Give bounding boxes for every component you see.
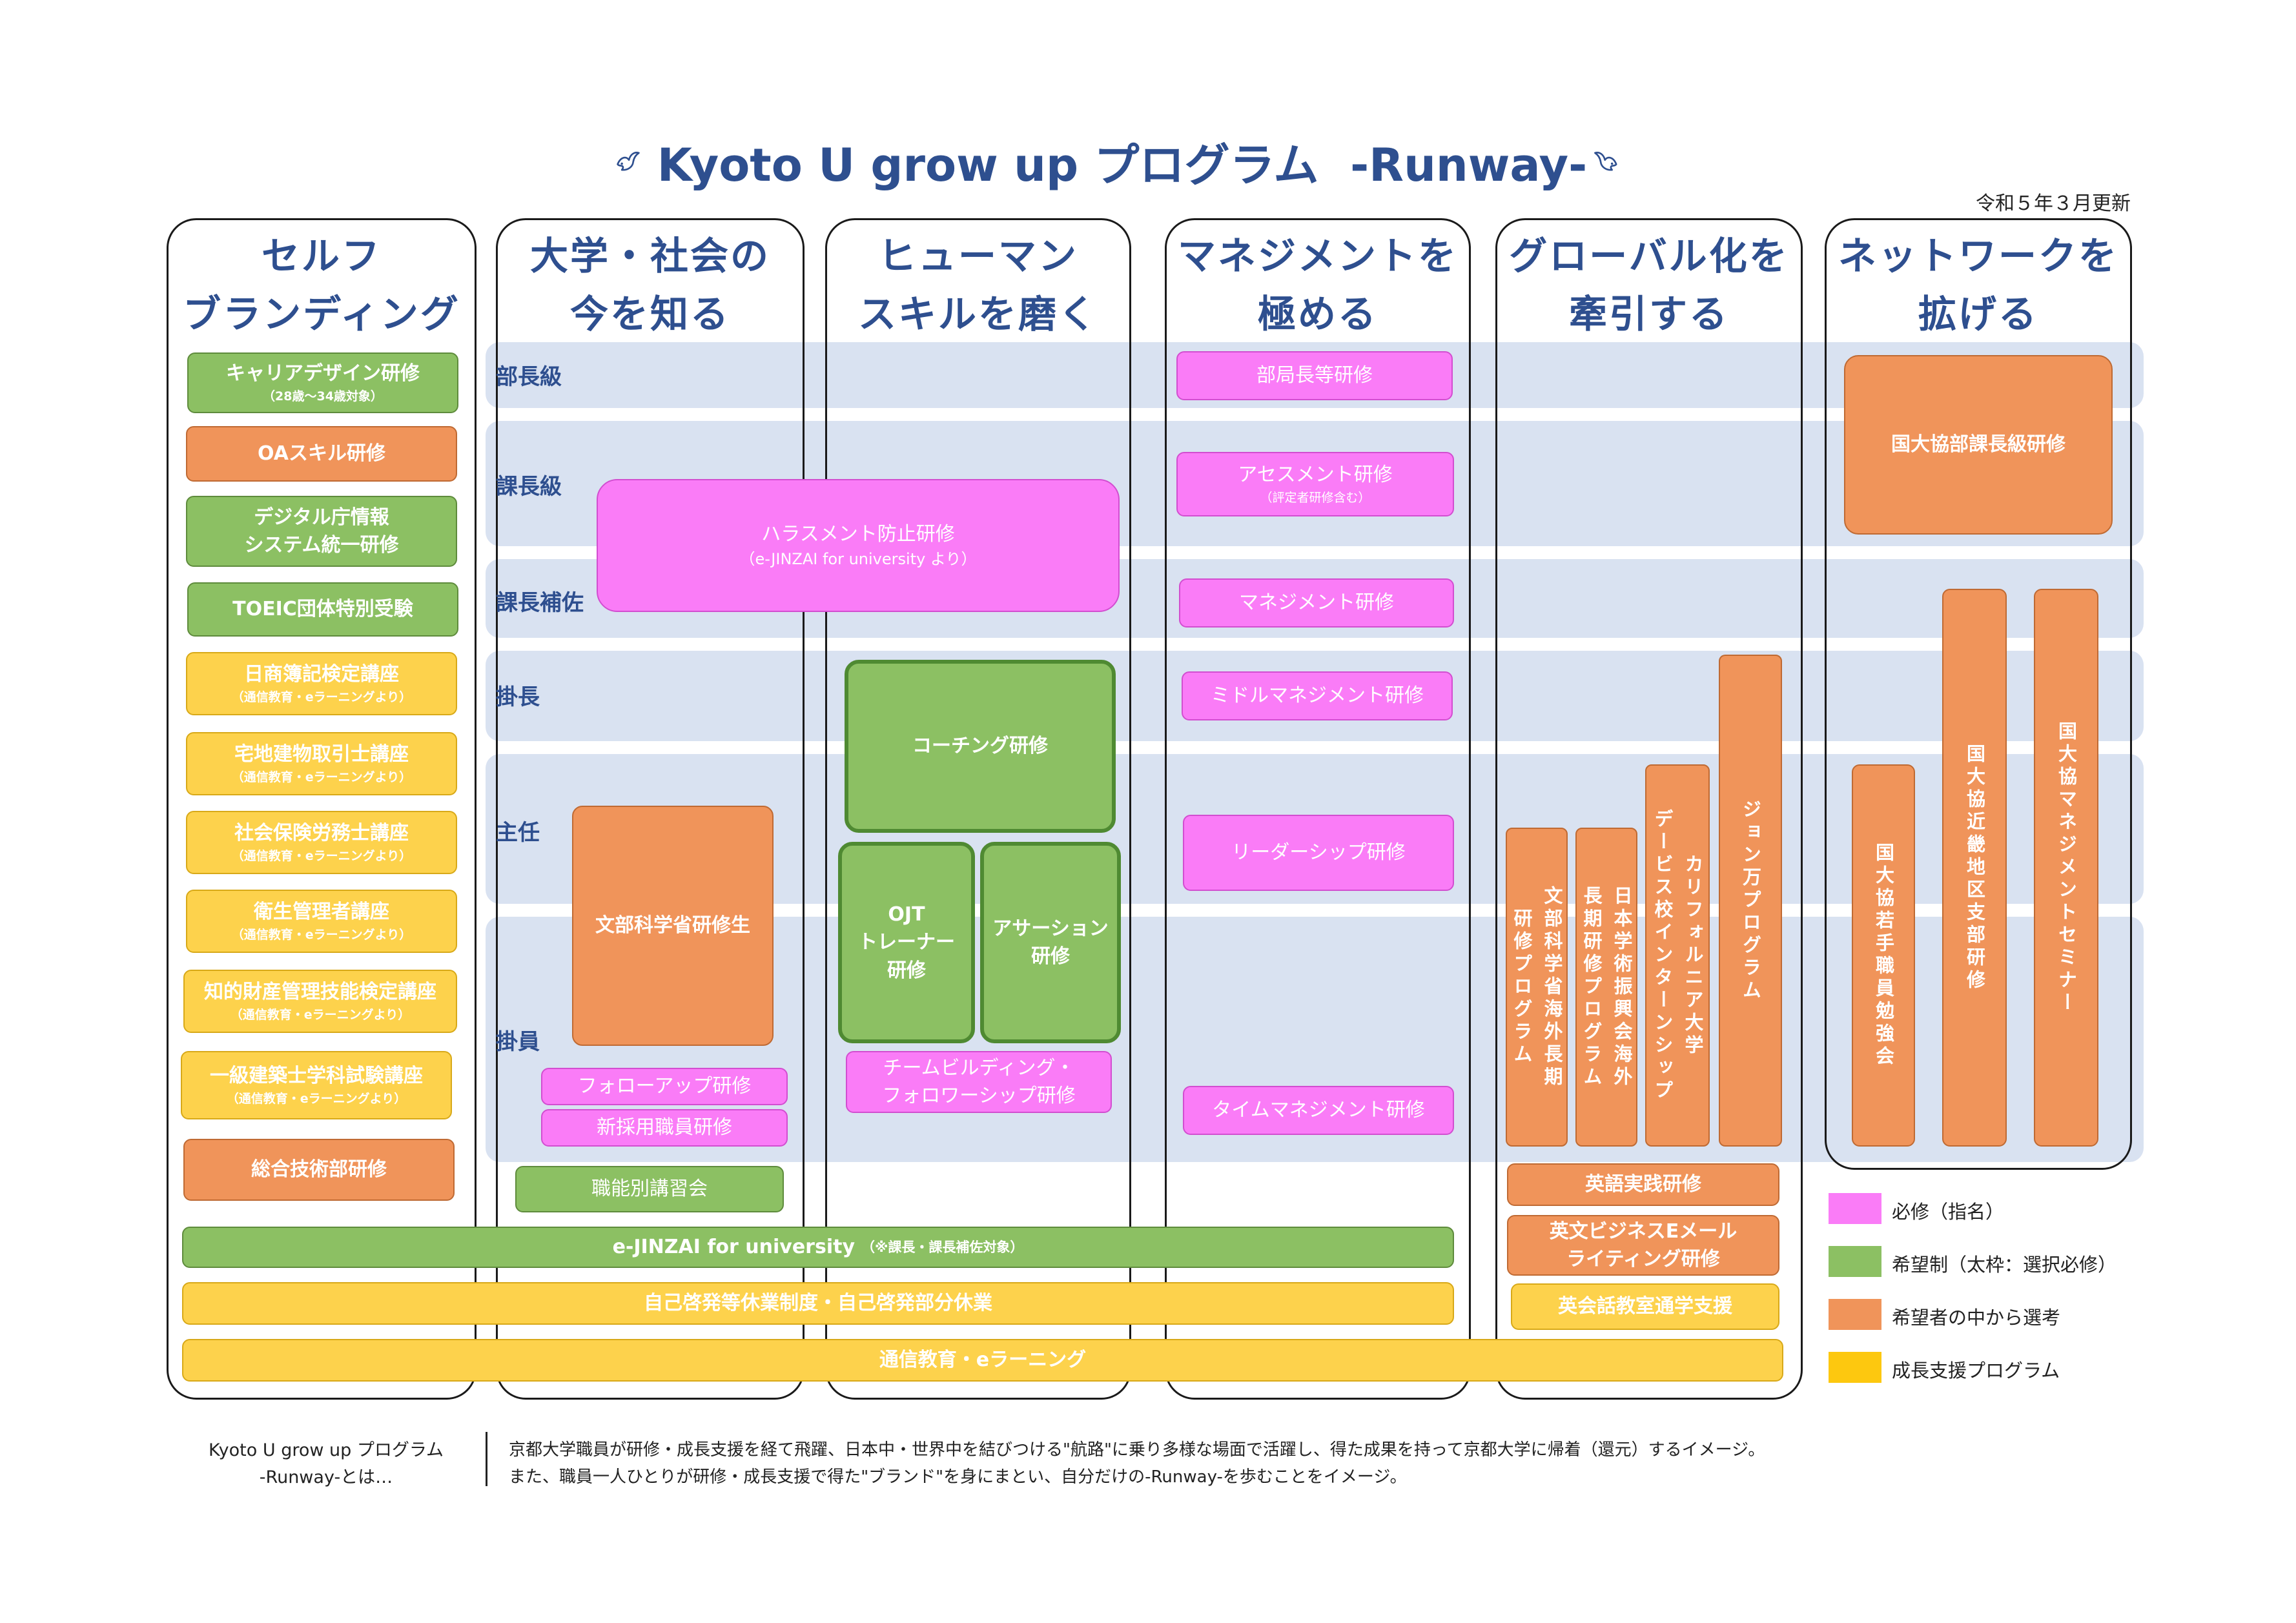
real-estate-course[interactable]: 宅地建物取引士講座（通信教育・eラーニングより） [186, 732, 457, 795]
business-email-training[interactable]: 英文ビジネスEメールライティング研修 [1507, 1215, 1779, 1276]
assessment-training[interactable]: アセスメント研修（評定者研修含む） [1176, 452, 1454, 516]
mext-trainee[interactable]: 文部科学省研修生 [572, 806, 774, 1046]
john-man-program[interactable]: ジョン万プログラム [1719, 655, 1782, 1147]
kokudaikyo-management-seminar[interactable]: 国大協マネジメントセミナー [2034, 589, 2098, 1147]
legend-label-elective: 希望制（太枠：選択必修） [1892, 1254, 2117, 1276]
career-design-training[interactable]: キャリアデザイン研修（28歳～34歳対象） [187, 352, 458, 413]
legend-swatch-selection [1829, 1299, 1881, 1330]
ip-management-course[interactable]: 知的財産管理技能検定講座（通信教育・eラーニングより） [183, 970, 457, 1033]
correspondence-elearning-bar[interactable]: 通信教育・eラーニング [182, 1339, 1783, 1382]
health-manager-course[interactable]: 衛生管理者講座（通信教育・eラーニングより） [186, 890, 457, 953]
self-development-leave-bar[interactable]: 自己啓発等休業制度・自己啓発部分休業 [182, 1282, 1454, 1325]
column-self-branding [167, 218, 477, 1400]
level-label-kakari-cho: 掛長 [496, 684, 540, 710]
column-header-human: ヒューマンスキルを磨く [857, 234, 1098, 336]
architect-exam-course[interactable]: 一級建築士学科試験講座（通信教育・eラーニングより） [181, 1051, 452, 1119]
new-employee-training[interactable]: 新採用職員研修 [541, 1109, 788, 1147]
kokudaikyo-young-staff-study[interactable]: 国大協若手職員勉強会 [1852, 764, 1915, 1147]
oa-skill-training[interactable]: OAスキル研修 [186, 426, 457, 482]
footer-left: Kyoto U grow up プログラム -Runway-とは… [208, 1440, 444, 1487]
column-header-network: ネットワークを拡げる [1838, 234, 2118, 336]
english-practice-training[interactable]: 英語実践研修 [1507, 1163, 1779, 1206]
technical-division-training[interactable]: 総合技術部研修 [183, 1139, 455, 1201]
vocational-seminar[interactable]: 職能別講習会 [515, 1166, 784, 1212]
coaching-training[interactable]: コーチング研修 [845, 660, 1116, 833]
bookkeeping-course[interactable]: 日商簿記検定講座（通信教育・eラーニングより） [186, 652, 457, 715]
legend-label-required: 必修（指名） [1892, 1201, 2005, 1223]
level-label-kacho: 課長級 [496, 474, 562, 500]
legend-swatch-elective [1829, 1246, 1881, 1277]
column-management [1165, 218, 1471, 1400]
mext-overseas-program[interactable]: 文部科学省海外長期 研修プログラム [1506, 828, 1568, 1147]
uc-davis-internship[interactable]: カリフォルニア大学 デービス校インターンシップ [1645, 764, 1710, 1147]
labor-consultant-course[interactable]: 社会保険労務士講座（通信教育・eラーニングより） [186, 811, 457, 874]
level-label-shunin: 主任 [496, 820, 540, 846]
english-conversation-support[interactable]: 英会話教室通学支援 [1511, 1283, 1779, 1330]
jsps-overseas-program[interactable]: 日本学術振興会海外 長期研修プログラム [1575, 828, 1637, 1147]
column-header-global: グローバル化を牽引する [1509, 234, 1789, 336]
legend-swatch-support [1829, 1352, 1881, 1383]
kokudaikyo-director-training[interactable]: 国大協部課長級研修 [1844, 355, 2113, 535]
column-header-management: マネジメントを極める [1177, 234, 1458, 336]
page-title: Kyoto U grow up プログラム -Runway- [657, 138, 1588, 192]
column-global [1495, 218, 1803, 1400]
title-area: Kyoto U grow up プログラム -Runway- [613, 123, 1621, 200]
footer-right: 京都大学職員が研修・成長支援を経て飛躍、日本中・世界中を結びつける"航路"に乗り… [509, 1440, 1765, 1487]
column-header-self: セルフブランディング [183, 234, 460, 336]
column-university-society [496, 218, 805, 1400]
harassment-prevention-training[interactable]: ハラスメント防止研修（e-JINZAI for university より） [597, 479, 1120, 612]
team-building-training[interactable]: チームビルディング・フォロワーシップ研修 [846, 1051, 1112, 1113]
legend-label-support: 成長支援プログラム [1892, 1360, 2060, 1382]
middle-management-training[interactable]: ミドルマネジメント研修 [1182, 671, 1453, 720]
followup-training[interactable]: フォローアップ研修 [541, 1068, 788, 1105]
update-date: 令和５年３月更新 [1976, 192, 2131, 215]
legend-label-selection: 希望者の中から選考 [1892, 1307, 2061, 1329]
department-head-training[interactable]: 部局長等研修 [1176, 351, 1453, 400]
kokudaikyo-kinki-training[interactable]: 国大協近畿地区支部研修 [1942, 589, 2007, 1147]
level-label-kakari-in: 掛員 [496, 1029, 540, 1055]
management-training[interactable]: マネジメント研修 [1179, 578, 1454, 628]
column-network [1825, 218, 2132, 1170]
toeic-group-exam[interactable]: TOEIC団体特別受験 [187, 582, 458, 637]
assertion-training[interactable]: アサーション研修 [980, 842, 1121, 1043]
ejinzai-bar[interactable]: e-JINZAI for university（※課長・課長補佐対象） [182, 1227, 1454, 1268]
level-label-kacho-hosa: 課長補佐 [496, 590, 584, 616]
leadership-training[interactable]: リーダーシップ研修 [1183, 815, 1454, 891]
column-human-skills [825, 218, 1131, 1400]
column-header-society: 大学・社会の今を知る [529, 234, 770, 336]
legend-swatch-required [1829, 1193, 1881, 1224]
level-label-bucho: 部長級 [496, 364, 562, 390]
digital-agency-training[interactable]: デジタル庁情報システム統一研修 [186, 496, 457, 567]
dove-icon [617, 152, 640, 171]
time-management-training[interactable]: タイムマネジメント研修 [1183, 1086, 1454, 1135]
footer-divider [486, 1432, 487, 1486]
dove-icon [1594, 152, 1617, 171]
